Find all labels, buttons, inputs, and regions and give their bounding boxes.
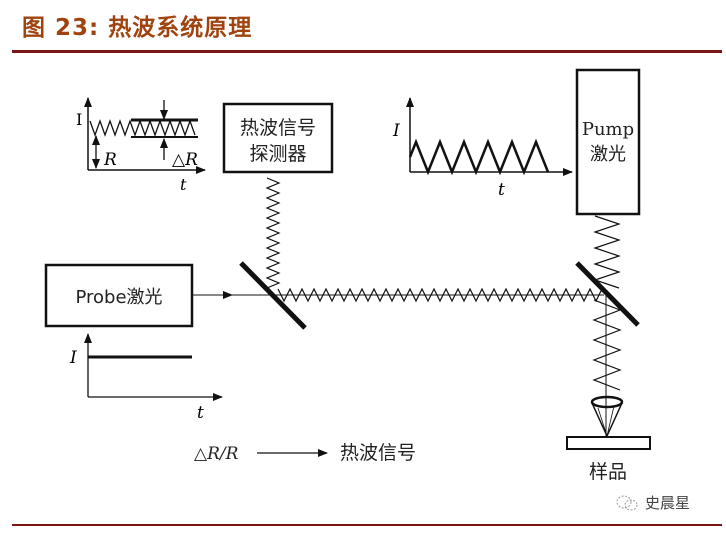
x-axis-label: t (180, 175, 187, 194)
pump-laser-box: Pump 激光 (575, 68, 641, 216)
inset-pump: I t (392, 97, 573, 200)
figure-title: 图 23: 热波系统原理 (22, 15, 253, 41)
detector-label-1: 热波信号 (240, 117, 316, 139)
sample: 样品 (566, 436, 651, 483)
sample-label: 样品 (589, 461, 627, 483)
inset-probe: I t (69, 333, 223, 423)
dr-label: △R (172, 150, 198, 170)
formula-ratio: △R/R (194, 444, 239, 464)
reflected-modulated-beam (277, 287, 603, 303)
pump-label-2: 激光 (590, 144, 626, 165)
x-axis-label: t (197, 403, 204, 423)
pump-label-1: Pump (582, 119, 634, 140)
y-axis-label: I (76, 110, 82, 129)
detector-label-2: 探测器 (249, 143, 306, 165)
formula-result: 热波信号 (340, 442, 416, 464)
pump-to-sample-beam (592, 299, 622, 391)
watermark: 史晨星 (615, 492, 690, 513)
pump-beam (593, 215, 621, 289)
focusing-lens (590, 395, 624, 438)
probe-laser-box: Probe激光 (44, 263, 194, 328)
reflect-zigzag (89, 119, 196, 137)
footer-divider (12, 524, 722, 526)
right-mirror (575, 261, 640, 327)
left-mirror (239, 261, 307, 330)
probe-label: Probe激光 (75, 287, 162, 308)
formula: △R/R 热波信号 (194, 442, 416, 464)
y-axis-label: I (69, 348, 77, 368)
inset-reflectance: I t R △R (76, 97, 206, 194)
pump-triangle-wave (408, 138, 550, 176)
wechat-icon (616, 495, 638, 510)
detector-signal-beam (265, 177, 281, 289)
watermark-text: 史晨星 (645, 494, 691, 512)
r-label: R (103, 150, 117, 170)
x-axis-label: t (498, 180, 505, 200)
y-axis-label: I (392, 121, 400, 141)
title-divider (12, 50, 722, 53)
detector-box: 热波信号 探测器 (222, 102, 334, 174)
